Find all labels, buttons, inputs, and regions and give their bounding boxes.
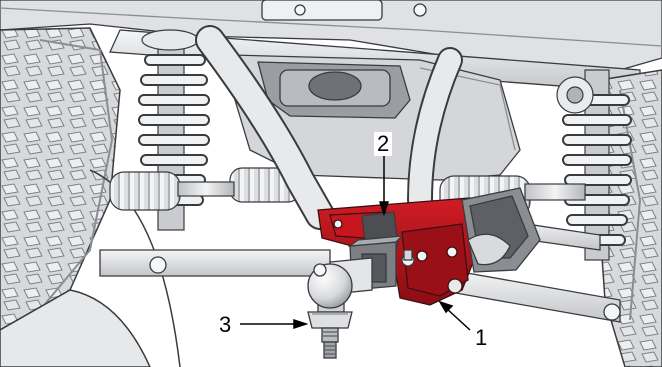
callout-1-label: 1 bbox=[472, 326, 490, 350]
callout-2-label: 2 bbox=[374, 132, 392, 156]
callout-3-label: 3 bbox=[216, 313, 234, 337]
